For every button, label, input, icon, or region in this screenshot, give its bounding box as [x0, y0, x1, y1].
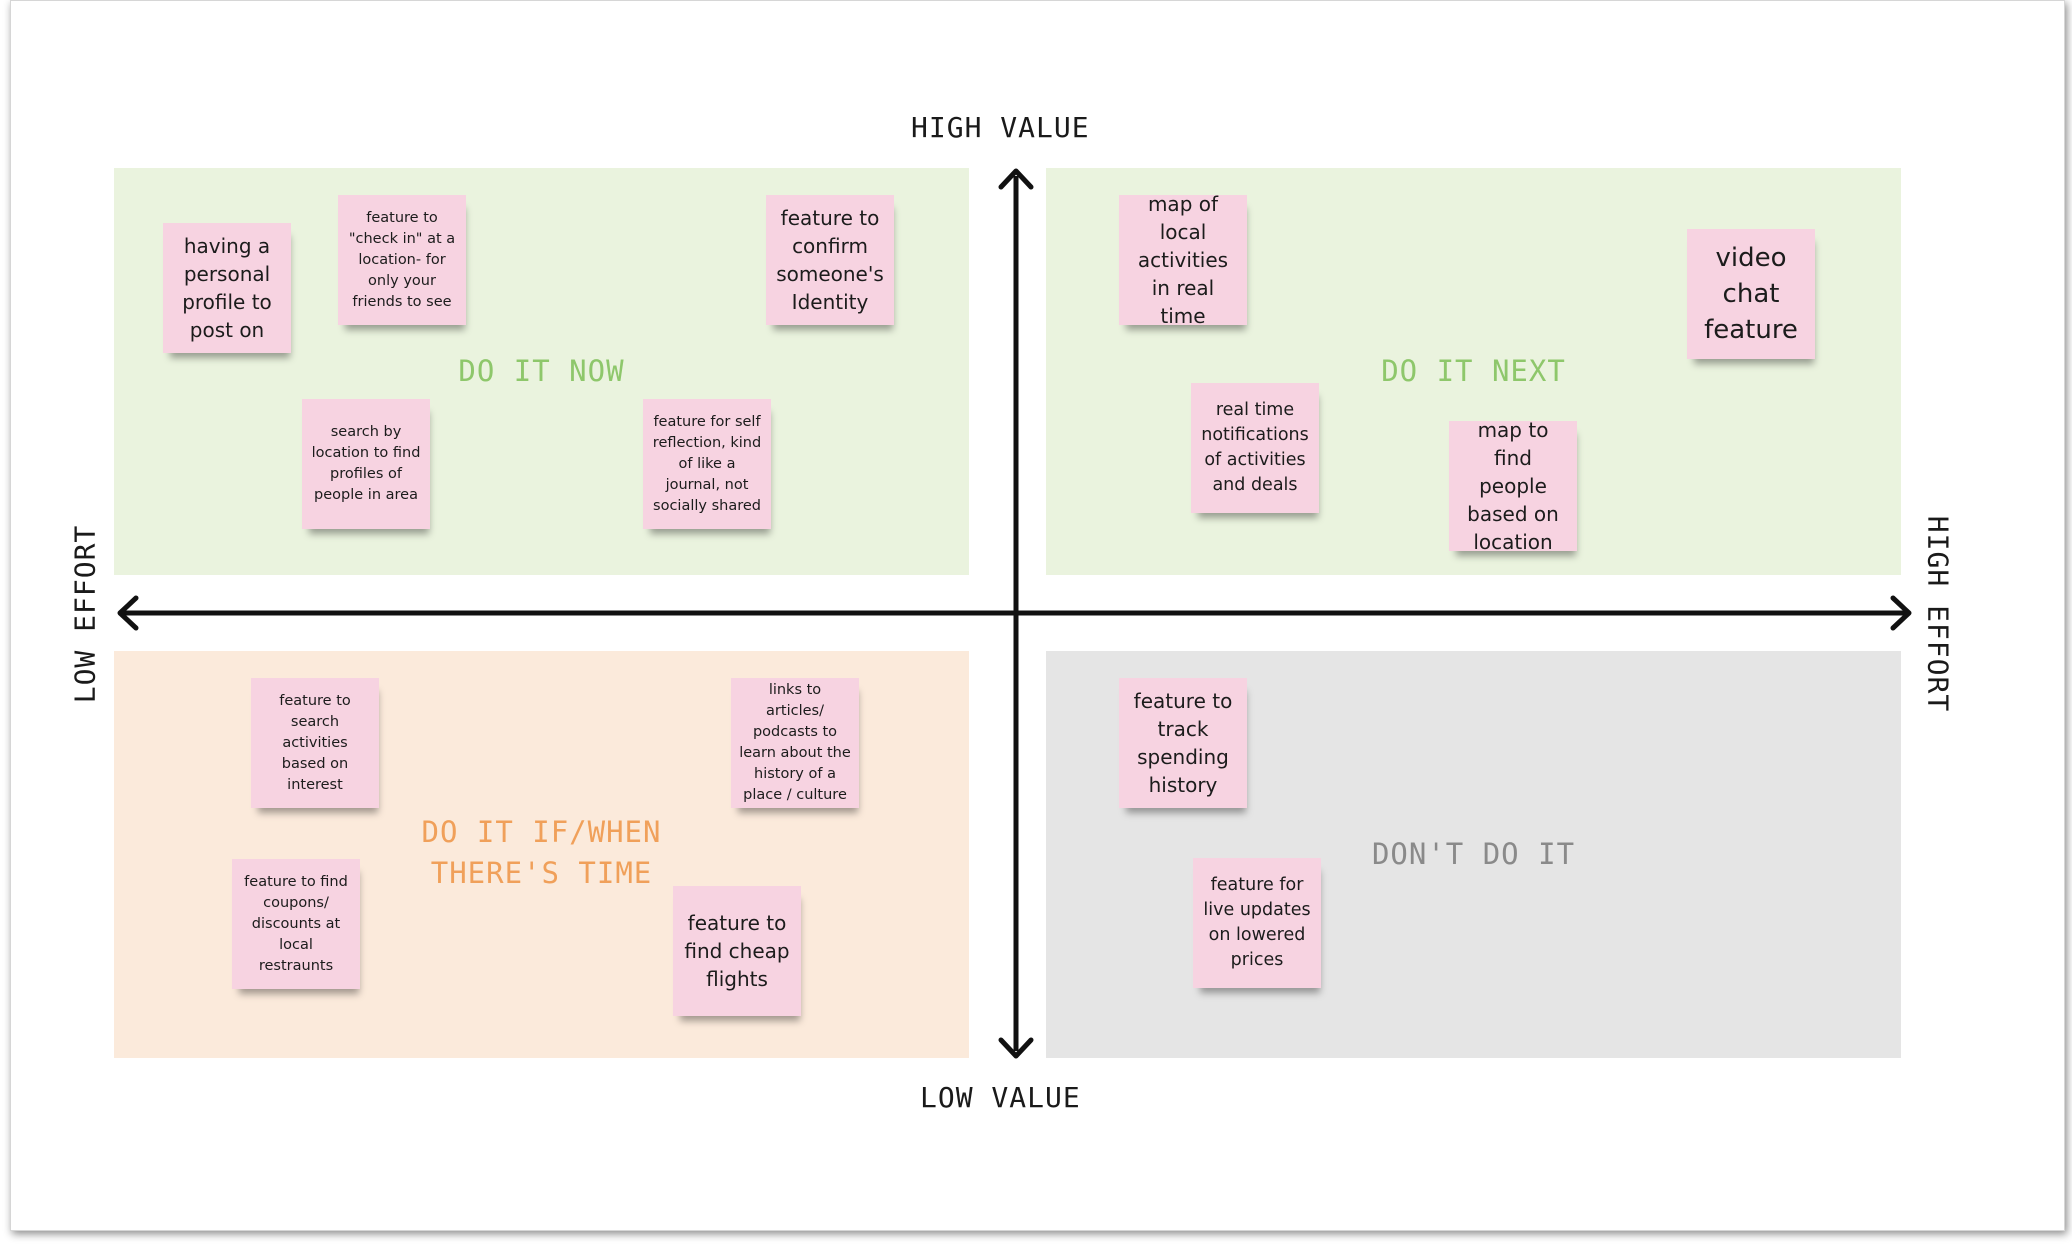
sticky-note[interactable]: feature to find coupons/ discounts at lo… [232, 859, 360, 989]
sticky-note-text: feature to track spending history [1133, 689, 1233, 797]
sticky-note-text: having a personal profile to post on [182, 234, 272, 342]
sticky-note-text: feature to find cheap flights [684, 911, 790, 991]
arrow-up-icon [998, 168, 1034, 190]
axis-label-high-value: HIGH VALUE [911, 111, 1090, 144]
sticky-note-text: feature to confirm someone's Identity [776, 206, 884, 314]
sticky-note-text: feature for self reflection, kind of lik… [652, 413, 762, 514]
quadrant-label-do-it-now: DO IT NOW [458, 354, 625, 388]
sticky-note[interactable]: feature for live updates on lowered pric… [1193, 858, 1321, 988]
arrow-left-icon [117, 595, 139, 631]
quadrant-label-do-it-next: DO IT NEXT [1381, 354, 1566, 388]
sticky-note[interactable]: feature to confirm someone's Identity [766, 195, 894, 325]
sticky-note[interactable]: search by location to find profiles of p… [302, 399, 430, 529]
arrow-down-icon [998, 1037, 1034, 1059]
sticky-note[interactable]: feature for self reflection, kind of lik… [643, 399, 771, 529]
sticky-note[interactable]: feature to "check in" at a location- for… [338, 195, 466, 325]
axis-label-low-value: LOW VALUE [920, 1081, 1081, 1114]
sticky-note[interactable]: video chat feature [1687, 229, 1815, 359]
sticky-note-text: feature to "check in" at a location- for… [348, 209, 456, 310]
sticky-note-text: real time notifications of activities an… [1201, 400, 1309, 495]
sticky-note-text: map of local activities in real time [1137, 192, 1229, 328]
sticky-note-text: video chat feature [1704, 243, 1798, 345]
sticky-note[interactable]: having a personal profile to post on [163, 223, 291, 353]
axes [117, 168, 1912, 1059]
sticky-note[interactable]: map to find people based on location [1449, 418, 1577, 554]
sticky-note[interactable]: feature to find cheap flights [673, 886, 801, 1016]
sticky-note[interactable]: links to articles/ podcasts to learn abo… [731, 678, 859, 808]
quadrant-label-dont-do-it: DON'T DO IT [1371, 837, 1576, 871]
axis-label-high-effort: HIGH EFFORT [1921, 515, 1955, 713]
sticky-note[interactable]: map of local activities in real time [1119, 192, 1247, 328]
sticky-note-text: links to articles/ podcasts to learn abo… [739, 682, 851, 803]
sticky-note-text: search by location to find profiles of p… [311, 424, 421, 503]
axis-label-low-effort: LOW EFFORT [68, 524, 102, 704]
sticky-note[interactable]: feature to track spending history [1119, 678, 1247, 808]
sticky-note-text: feature to search activities based on in… [279, 692, 351, 793]
prioritization-matrix-board: DO IT NOW DO IT NEXT DO IT IF/WHEN THERE… [10, 0, 2065, 1231]
arrow-right-icon [1890, 595, 1912, 631]
sticky-note-text: map to find people based on location [1467, 418, 1559, 554]
sticky-note[interactable]: real time notifications of activities an… [1191, 383, 1319, 513]
sticky-note[interactable]: feature to search activities based on in… [251, 678, 379, 808]
sticky-note-text: feature for live updates on lowered pric… [1203, 875, 1311, 970]
sticky-note-text: feature to find coupons/ discounts at lo… [244, 873, 348, 974]
quadrant-label-do-it-if-time: DO IT IF/WHEN THERE'S TIME [421, 815, 662, 890]
